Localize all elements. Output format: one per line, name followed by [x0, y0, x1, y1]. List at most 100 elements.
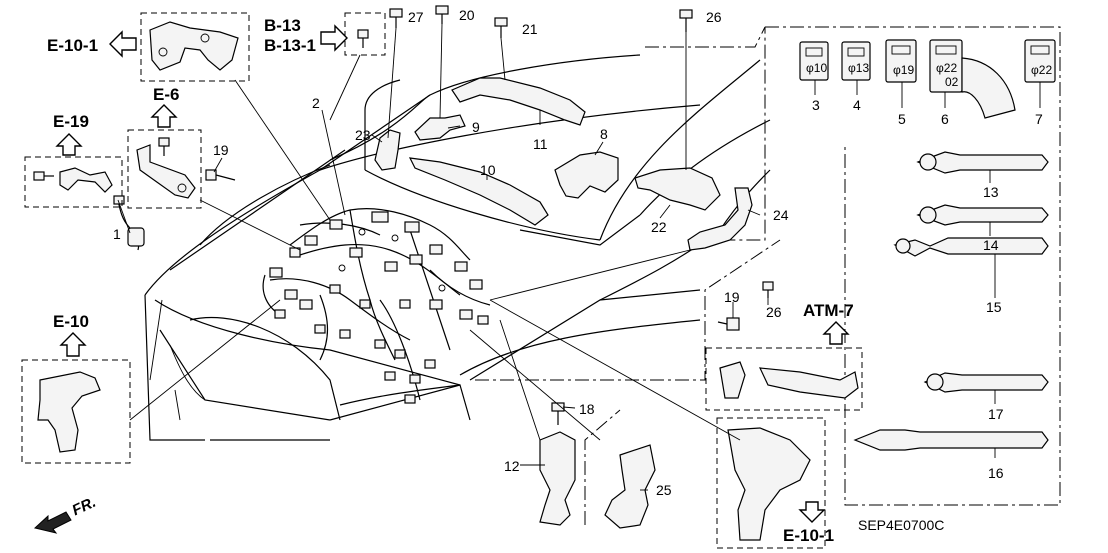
- clip-17: [923, 372, 1049, 393]
- connector-4: [841, 41, 871, 81]
- ref-label-e-6: E-6: [153, 85, 180, 104]
- bracket-25: [604, 444, 656, 529]
- group-e-10: [21, 359, 131, 464]
- bracket-12: [539, 431, 576, 526]
- ref-label-b-13: B-13: [264, 16, 301, 35]
- connector-code-6-sub: 02: [945, 75, 959, 89]
- part-label-16: 16: [988, 465, 1004, 481]
- part-label-12: 12: [504, 458, 520, 474]
- arrow-e-6: [150, 104, 178, 128]
- bracket-e-10-1: [149, 21, 239, 71]
- clip-16: [853, 429, 1049, 451]
- connector-code-7: φ22: [1031, 63, 1053, 77]
- bracket-11: [451, 77, 586, 126]
- group-e-10-1-bottom: [716, 417, 826, 549]
- bracket-9: [414, 114, 466, 141]
- bracket-23: [374, 129, 401, 171]
- bracket-atm-7-a: [719, 361, 746, 399]
- part-label-26-top: 26: [706, 9, 722, 25]
- part-label-4: 4: [853, 97, 861, 113]
- group-e-19: [24, 156, 123, 208]
- bolt-e-6: [158, 137, 170, 156]
- group-e-6: [127, 129, 202, 209]
- part-label-24: 24: [773, 207, 789, 223]
- bracket-region-border: [645, 26, 766, 241]
- bolt-26-mid: [762, 281, 774, 298]
- leader-lines: [117, 23, 1041, 491]
- bracket-22: [634, 167, 721, 211]
- bracket-10: [408, 157, 549, 226]
- bracket-e-6: [136, 144, 196, 199]
- bracket-e-19: [59, 167, 113, 193]
- part-label-2: 2: [312, 95, 320, 111]
- bracket-e-10: [37, 371, 101, 453]
- bolt-19-left: [205, 169, 236, 181]
- arrow-atm-7: [822, 321, 850, 345]
- ref-label-e-10-1-bottom: E-10-1: [783, 526, 835, 545]
- bracket-24: [687, 187, 753, 251]
- connector-3: [799, 41, 829, 81]
- bolt-b-13: [357, 29, 369, 48]
- part-label-18: 18: [579, 401, 595, 417]
- clip-13: [916, 151, 1049, 174]
- arrow-e-10-1-top: [109, 30, 137, 58]
- arrow-e-19: [55, 133, 83, 156]
- bracket-8: [554, 151, 619, 199]
- group-b-13: [344, 12, 386, 56]
- engine-wire-harness: [262, 208, 491, 404]
- part-label-15: 15: [986, 299, 1002, 315]
- car-body-outline: [144, 54, 771, 441]
- bolt-19-right: [717, 317, 740, 331]
- part-label-14: 14: [983, 237, 999, 253]
- bolt-18: [551, 402, 565, 425]
- part-label-11: 11: [533, 136, 548, 152]
- bolt-27: [389, 8, 403, 28]
- part-label-9: 9: [472, 119, 480, 135]
- bracket-e-10-1-lower: [727, 427, 811, 541]
- bolt-21: [494, 17, 508, 38]
- bolt-e-19: [33, 171, 54, 181]
- part-label-19-right: 19: [724, 289, 740, 305]
- diagram-code: SEP4E0700C: [858, 517, 945, 533]
- part-label-7: 7: [1035, 111, 1043, 127]
- clip-14: [916, 204, 1049, 226]
- arrow-b-13: [320, 24, 348, 52]
- part-label-8: 8: [600, 126, 608, 142]
- part-label-26-mid: 26: [766, 304, 782, 320]
- part-label-5: 5: [898, 111, 906, 127]
- arrow-e-10-1-bottom: [798, 501, 826, 523]
- connector-code-5: φ19: [893, 63, 915, 77]
- front-direction-arrow: [33, 511, 72, 534]
- part-label-13: 13: [983, 184, 999, 200]
- part-label-3: 3: [812, 97, 820, 113]
- bolt-26-top: [679, 9, 693, 32]
- part-label-6: 6: [941, 111, 949, 127]
- ref-label-e-10-1-top: E-10-1: [47, 36, 99, 55]
- connector-code-3: φ10: [806, 61, 828, 75]
- part-1-sub-harness: [113, 195, 145, 251]
- part-label-19-left: 19: [213, 142, 229, 158]
- lower-region-border: [475, 239, 781, 381]
- ref-label-e-10: E-10: [53, 312, 89, 331]
- part-label-1: 1: [113, 226, 121, 242]
- bracket-atm-7-b: [759, 367, 859, 399]
- part-label-20: 20: [459, 7, 475, 23]
- clip-15: [893, 237, 1049, 257]
- connector-code-4: φ13: [848, 61, 870, 75]
- part-label-17: 17: [988, 406, 1004, 422]
- ref-label-e-19: E-19: [53, 112, 89, 131]
- connector-5: [885, 39, 917, 83]
- part-label-10: 10: [480, 162, 496, 178]
- ref-label-b-13-1: B-13-1: [264, 36, 316, 55]
- arrow-e-10: [59, 332, 87, 357]
- bracket-25-border: [584, 409, 621, 525]
- part-label-27: 27: [408, 9, 424, 25]
- part-label-25: 25: [656, 482, 672, 498]
- connector-code-6: φ22: [936, 61, 958, 75]
- group-e-10-1-top: [140, 12, 250, 82]
- part-label-23: 23: [355, 127, 371, 143]
- connector-6: [929, 39, 1016, 119]
- bolt-20: [435, 5, 449, 24]
- part-label-21: 21: [522, 21, 538, 37]
